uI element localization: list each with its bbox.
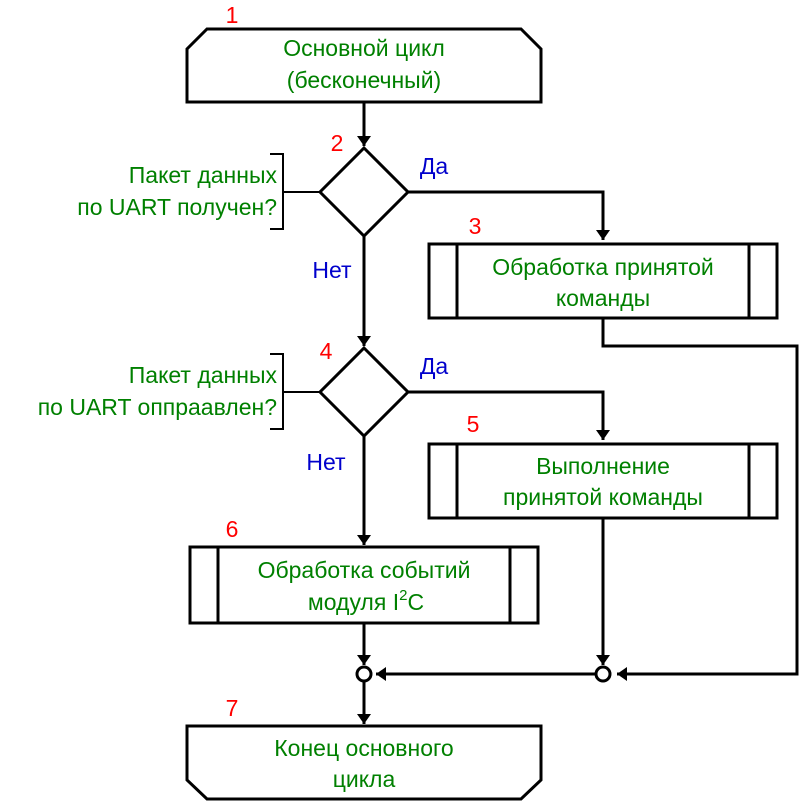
loop-start-shape	[185, 27, 543, 104]
block-3-number: 3	[469, 213, 482, 239]
block-6-number: 6	[226, 516, 239, 542]
block-5-line2: принятой команды	[503, 484, 703, 510]
process-3-shape	[427, 242, 779, 320]
block-3-line2: команды	[556, 285, 650, 311]
block-3-process: Обработка принятой команды 3	[427, 213, 779, 320]
block-2-decision: 2 Пакет данных по UART получен? Да Нет	[77, 130, 448, 283]
block-1-loop-start: Основной цикл (бесконечный) 1	[185, 2, 543, 104]
loop-end-shape	[185, 724, 543, 801]
block-6-line1: Обработка событий	[258, 557, 471, 583]
decision-4-comment-line1: Пакет данных	[129, 362, 278, 388]
decision-2-yes-label: Да	[420, 153, 449, 179]
block-1-number: 1	[226, 2, 239, 28]
decision-4-no-label: Нет	[306, 449, 346, 475]
block-7-number: 7	[226, 695, 239, 721]
block-6-line2: модуля I2C	[308, 587, 424, 615]
block-1-line1: Основной цикл	[283, 35, 445, 61]
decision-4-comment-line2: по UART оппраавлен?	[38, 394, 277, 420]
arrow-3-to-merge-right	[601, 318, 799, 681]
decision-4-shape	[317, 345, 411, 439]
process-5-shape	[427, 442, 779, 520]
decision-2-comment-line1: Пакет данных	[129, 162, 278, 188]
comment-bracket-4	[270, 353, 320, 430]
block-4-decision: 4 Пакет данных по UART оппраавлен? Да Не…	[38, 338, 449, 475]
merge-node-right	[594, 665, 612, 683]
block-3-line1: Обработка принятой	[492, 254, 714, 280]
block-7-line1: Конец основного	[274, 735, 453, 761]
block-4-number: 4	[320, 338, 333, 364]
block-7-line2: цикла	[333, 766, 396, 792]
arrow-2-yes-to-3	[408, 190, 610, 240]
block-2-number: 2	[331, 130, 344, 156]
block-7-loop-end: Конец основного цикла 7	[185, 695, 543, 801]
block-6-line2-prefix: модуля I	[308, 589, 399, 615]
arrow-4-yes-to-5	[408, 390, 610, 440]
connectors	[357, 102, 799, 724]
decision-2-no-label: Нет	[312, 257, 352, 283]
block-5-number: 5	[467, 411, 480, 437]
merge-node-left	[355, 665, 373, 683]
decision-2-comment-line2: по UART получен?	[77, 194, 277, 220]
decision-4-yes-label: Да	[420, 353, 449, 379]
block-6-line2-suffix: C	[407, 589, 424, 615]
block-5-process: Выполнение принятой команды 5	[427, 411, 779, 520]
comment-bracket-2	[270, 153, 320, 230]
process-6-shape	[188, 545, 540, 625]
block-6-process: Обработка событий модуля I2C 6	[188, 516, 540, 625]
block-1-line2: (бесконечный)	[287, 67, 441, 93]
block-6-line2-superscript: 2	[399, 587, 407, 604]
block-5-line1: Выполнение	[536, 453, 670, 479]
decision-2-shape	[317, 145, 411, 239]
